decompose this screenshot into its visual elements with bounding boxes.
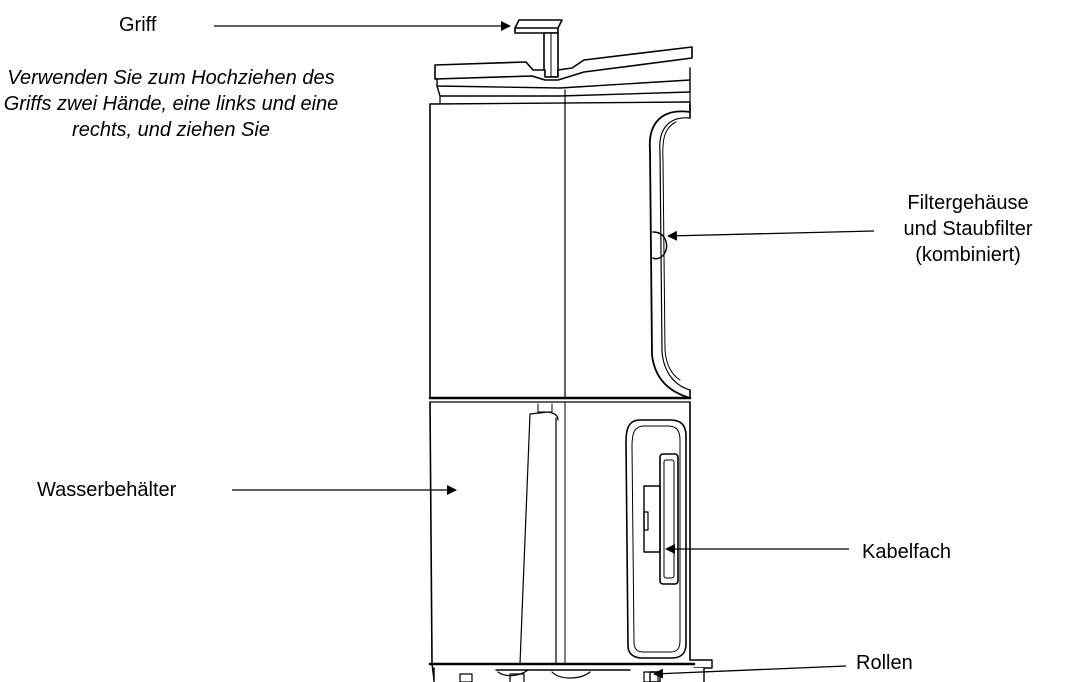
label-rollen: Rollen xyxy=(856,652,913,674)
arrow-filter xyxy=(667,230,875,241)
griff-usage-note: Verwenden Sie zum Hochziehen des Griffs … xyxy=(3,67,339,141)
middle-divider-part xyxy=(428,396,692,403)
label-griff: Griff xyxy=(119,14,157,36)
label-filter-housing: Filtergehäuse und Staubfilter (kombinier… xyxy=(888,190,1048,268)
label-filter-line3: (kombiniert) xyxy=(915,244,1021,266)
top-lid-part xyxy=(434,46,693,105)
label-kabelfach: Kabelfach xyxy=(862,541,951,563)
upper-body-part xyxy=(429,89,691,399)
label-wasserbehaelter: Wasserbehälter xyxy=(37,479,177,501)
label-filter-line2: und Staubfilter xyxy=(903,218,1033,240)
water-tank-part xyxy=(429,401,691,665)
arrow-rollen xyxy=(653,665,847,679)
label-filter-line1: Filtergehäuse xyxy=(907,192,1029,214)
device-illustration xyxy=(428,19,713,682)
wheels-part xyxy=(433,667,705,682)
leader-lines xyxy=(214,21,875,679)
handle-part xyxy=(514,19,563,78)
